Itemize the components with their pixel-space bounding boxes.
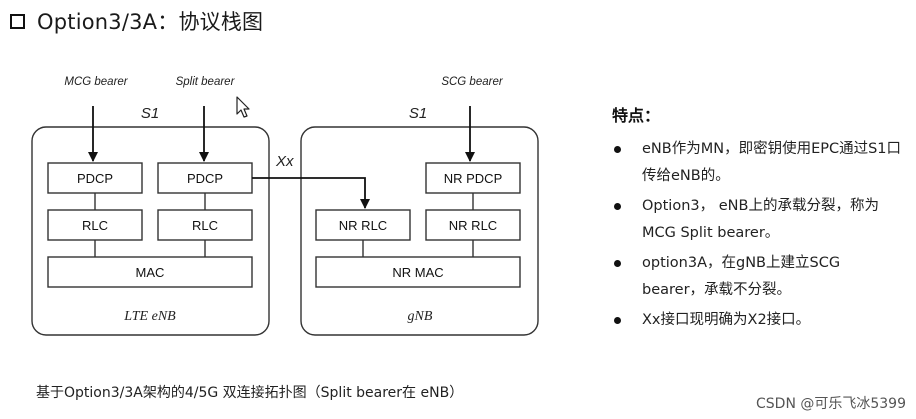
nr-rlc-label-1: NR RLC bbox=[339, 218, 387, 233]
xx-interface-label: Xx bbox=[275, 153, 294, 170]
gnb-s1-label: S1 bbox=[409, 105, 427, 122]
feature-item: eNB作为MN，即密钥使用EPC通过S1口传给eNB的。 bbox=[612, 136, 904, 190]
features-heading: 特点： bbox=[612, 106, 661, 125]
lte-enb-label: LTE eNB bbox=[123, 309, 176, 324]
feature-item: Option3， eNB上的承载分裂，称为MCG Split bearer。 bbox=[612, 193, 904, 247]
nr-rlc-box-1 bbox=[315, 209, 411, 241]
lte-pdcp-label-2: PDCP bbox=[187, 171, 223, 186]
xx-split-arrow bbox=[252, 177, 370, 209]
features-panel: 特点： eNB作为MN，即密钥使用EPC通过S1口传给eNB的。 Option3… bbox=[612, 102, 904, 337]
feature-text: Xx接口现明确为X2接口。 bbox=[642, 312, 811, 328]
lte-pdcp-box-1 bbox=[47, 162, 143, 194]
lte-rlc-box-2 bbox=[157, 209, 253, 241]
feature-text: option3A，在gNB上建立SCG bearer，承载不分裂。 bbox=[642, 255, 841, 298]
nr-rlc-label-2: NR RLC bbox=[449, 218, 497, 233]
title-bar: Option3/3A：协议栈图 bbox=[10, 6, 263, 36]
feature-text: eNB作为MN，即密钥使用EPC通过S1口传给eNB的。 bbox=[642, 141, 902, 184]
features-list: eNB作为MN，即密钥使用EPC通过S1口传给eNB的。 Option3， eN… bbox=[612, 136, 904, 334]
lte-pdcp-label-1: PDCP bbox=[77, 171, 113, 186]
lte-rlc-label-1: RLC bbox=[82, 218, 108, 233]
mcg-bearer-label: MCG bearer bbox=[64, 76, 128, 88]
feature-item: Xx接口现明确为X2接口。 bbox=[612, 307, 904, 334]
lte-rlc-label-2: RLC bbox=[192, 218, 218, 233]
square-outline-icon bbox=[10, 13, 25, 29]
figure-caption: 基于Option3/3A架构的4/5G 双连接拓扑图（Split bearer在… bbox=[36, 385, 464, 401]
bullet-dot-icon bbox=[614, 146, 621, 153]
lte-mac-label: MAC bbox=[136, 265, 165, 280]
gnb-label: gNB bbox=[408, 309, 433, 324]
lte-s1-label: S1 bbox=[141, 105, 159, 122]
split-bearer-label: Split bearer bbox=[176, 76, 236, 88]
lte-pdcp-box-2 bbox=[157, 162, 253, 194]
bullet-dot-icon bbox=[614, 317, 621, 324]
mouse-cursor-icon bbox=[236, 96, 250, 118]
watermark: CSDN @可乐飞冰5399 bbox=[756, 396, 906, 412]
lte-mac-box bbox=[47, 256, 253, 288]
feature-text: Option3， eNB上的承载分裂，称为MCG Split bearer。 bbox=[642, 198, 879, 241]
feature-item: option3A，在gNB上建立SCG bearer，承载不分裂。 bbox=[612, 250, 904, 304]
page-title: Option3/3A：协议栈图 bbox=[37, 10, 264, 34]
bullet-dot-icon bbox=[614, 203, 621, 210]
gnb-group bbox=[300, 126, 539, 336]
bullet-dot-icon bbox=[614, 260, 621, 267]
lte-enb-group bbox=[31, 126, 270, 336]
nr-mac-label: NR MAC bbox=[392, 265, 443, 280]
nr-mac-box bbox=[315, 256, 521, 288]
nr-pdcp-label: NR PDCP bbox=[444, 171, 503, 186]
scg-bearer-label: SCG bearer bbox=[441, 76, 504, 88]
